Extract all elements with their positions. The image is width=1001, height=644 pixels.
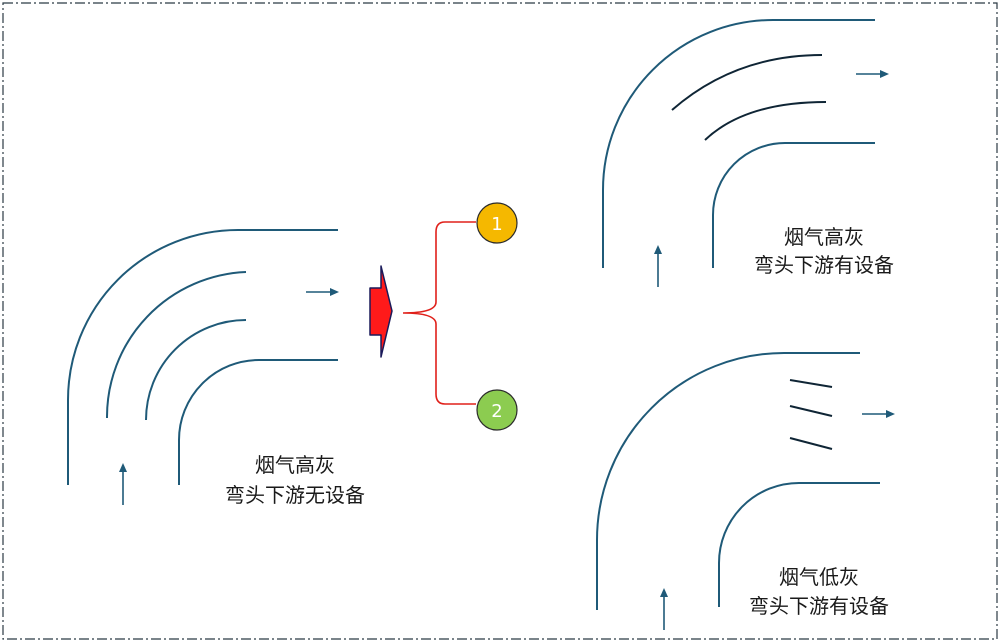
duct-wall-outer <box>67 229 338 485</box>
flat-vane-1 <box>789 379 833 388</box>
guide-vane-1 <box>671 54 823 111</box>
flow-arrow-up <box>660 588 668 630</box>
duct-wall-inner <box>178 359 338 485</box>
label-left-line2: 弯头下游无设备 <box>225 483 365 507</box>
guide-vane-2 <box>704 101 827 141</box>
flow-arrow-right <box>856 70 889 78</box>
choice-brace <box>402 221 476 405</box>
flat-vane-3 <box>789 437 833 450</box>
elbow-bottom-right: 烟气低灰 弯头下游有设备 <box>596 352 895 630</box>
elbow-left: 烟气高灰 弯头下游无设备 <box>67 229 365 507</box>
option-1-circle <box>476 202 518 244</box>
label-bottom-right-line1: 烟气低灰 <box>779 565 859 589</box>
selection-arrow <box>369 265 393 358</box>
label-top-right-line2: 弯头下游有设备 <box>754 253 894 277</box>
duct-wall-outer <box>596 352 860 610</box>
flow-arrow-right <box>306 288 339 296</box>
flat-vane-2 <box>789 405 833 417</box>
duct-wall-inner <box>718 482 880 607</box>
flow-arrow-up <box>654 245 662 287</box>
option-2-circle <box>476 389 518 431</box>
label-bottom-right-line2: 弯头下游有设备 <box>749 594 889 618</box>
guide-vane-2 <box>145 319 247 421</box>
option-1-number: 1 <box>491 214 502 235</box>
label-top-right-line1: 烟气高灰 <box>784 225 864 249</box>
option-2-number: 2 <box>491 401 502 422</box>
option-1: 1 <box>476 202 518 244</box>
duct-wall-outer <box>602 19 875 268</box>
flow-arrow-right <box>862 410 895 418</box>
label-left-line1: 烟气高灰 <box>255 453 335 477</box>
duct-wall-inner <box>712 142 875 268</box>
elbow-top-right: 烟气高灰 弯头下游有设备 <box>602 19 894 287</box>
option-2: 2 <box>476 389 518 431</box>
guide-vane-1 <box>105 271 247 419</box>
flow-arrow-up <box>119 463 127 505</box>
